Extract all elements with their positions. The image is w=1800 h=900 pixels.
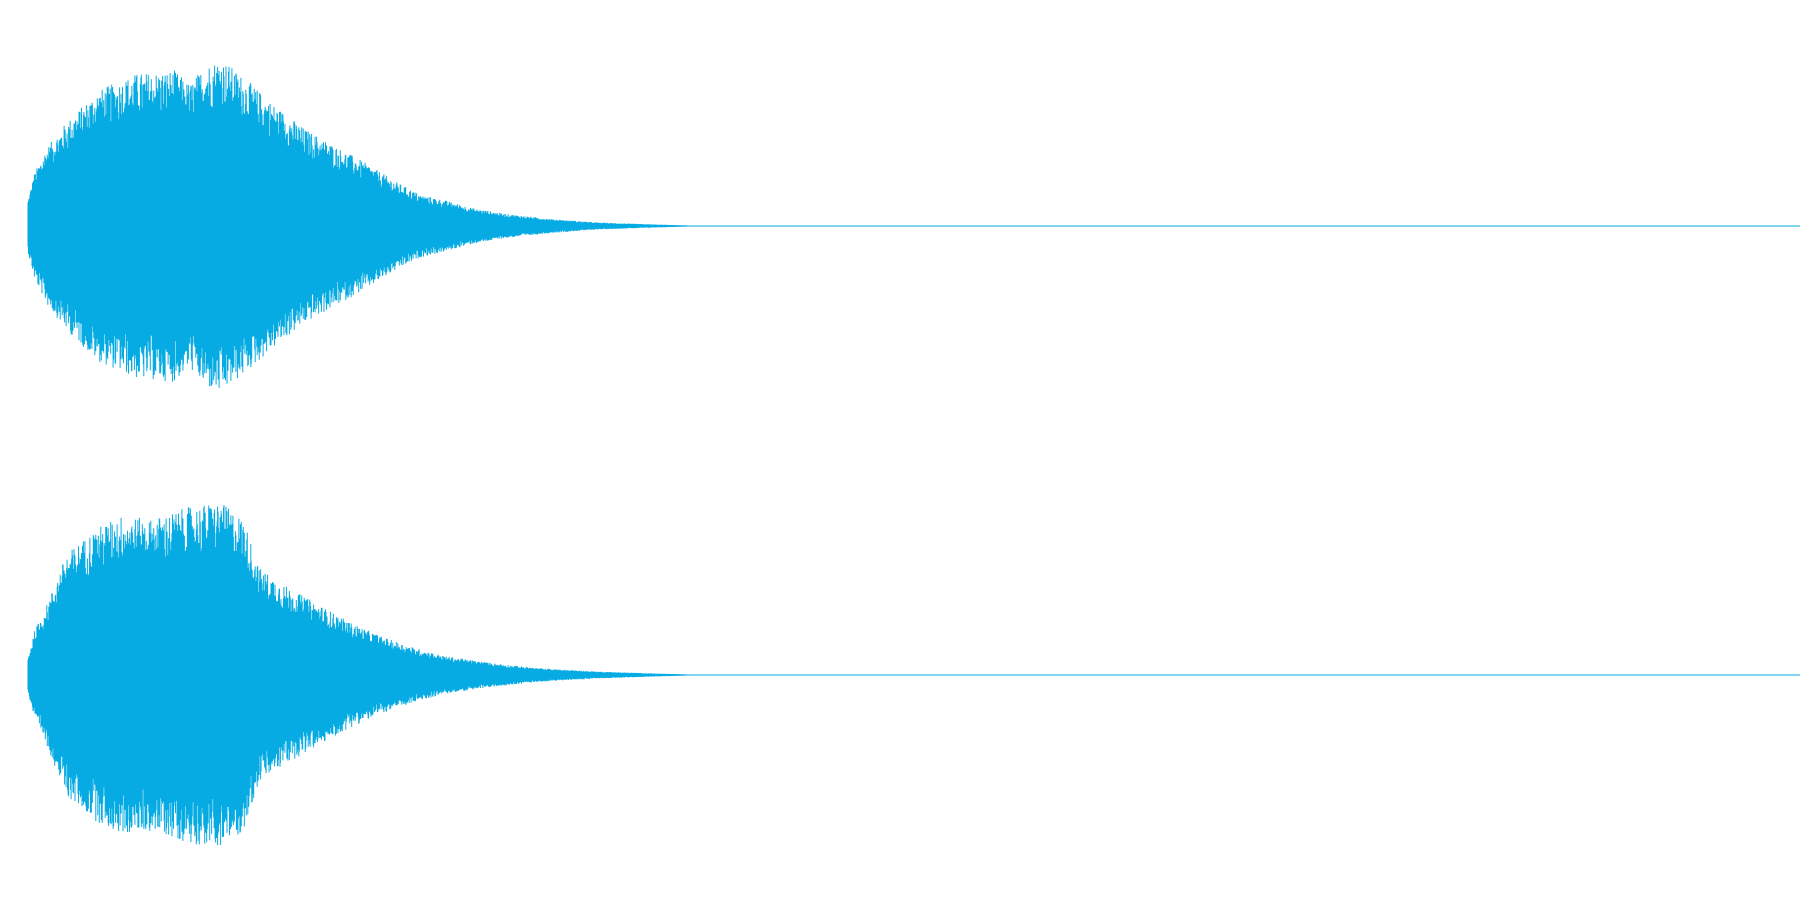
waveform-peaks (27, 505, 721, 845)
waveform-peaks (27, 65, 721, 388)
waveform-channel-2 (27, 505, 1800, 845)
waveform-channel-1 (27, 65, 1800, 388)
